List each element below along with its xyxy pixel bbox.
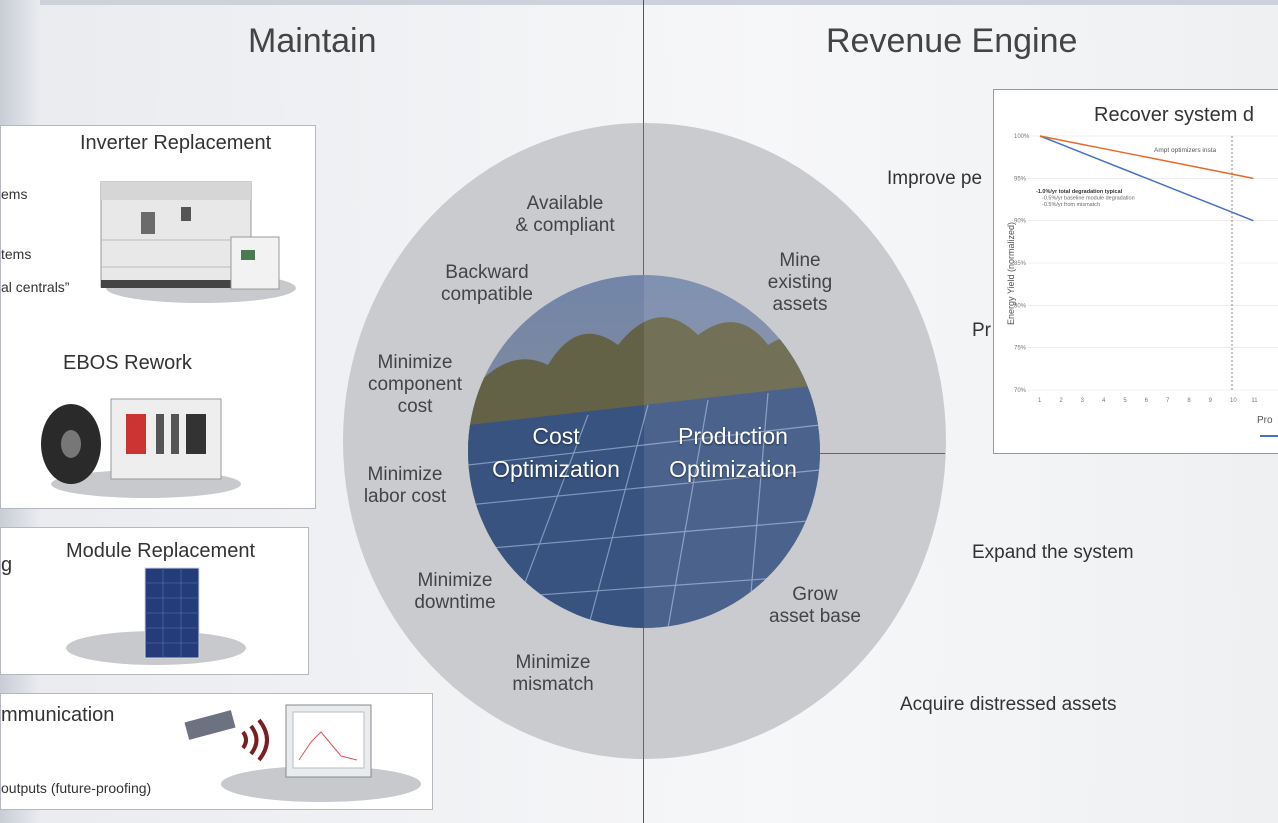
- heading-maintain: Maintain: [248, 22, 377, 60]
- heading-revenue-engine: Revenue Engine: [826, 22, 1078, 60]
- chart-x-tick: 9: [1209, 398, 1213, 404]
- chart-y-tick: 80%: [1014, 303, 1027, 309]
- cost-optimization-label: Cost Optimization: [492, 423, 620, 482]
- chart-x-tick: 5: [1123, 398, 1127, 404]
- module-side-text: g: [1, 554, 13, 576]
- inner-solar-circle: [468, 275, 820, 628]
- inverter-line-2: tems: [1, 246, 32, 262]
- chart-series-line-0: [1039, 135, 1254, 222]
- inverter-line-1: ems: [1, 186, 28, 202]
- chart-y-tick: 75%: [1014, 346, 1027, 352]
- label-improve-performance: Improve pe: [887, 168, 983, 189]
- wheel-item-available: Available & compliant: [515, 193, 615, 236]
- wheel-item-downtime: Minimize downtime: [414, 570, 496, 613]
- chart-x-tick: 1: [1038, 398, 1042, 404]
- wheel-item-labor-cost: Minimize labor cost: [363, 464, 447, 507]
- inverter-image: [100, 181, 296, 303]
- inverter-replacement-title: Inverter Replacement: [80, 132, 272, 154]
- wheel-item-backward: Backward compatible: [441, 262, 533, 305]
- wheel-item-grow-assets: Grow asset base: [769, 584, 861, 627]
- communication-card: mmunication outputs (future-proofing): [0, 693, 433, 810]
- chart-y-tick: 85%: [1014, 261, 1027, 267]
- top-frame: [0, 0, 1278, 5]
- production-optimization-label: Production Optimization: [669, 423, 797, 482]
- inverter-line-3: al centrals”: [1, 279, 70, 295]
- chart-x-tick: 8: [1187, 398, 1191, 404]
- chart-x-tick: 2: [1059, 398, 1063, 404]
- chart-series-line-1: [1039, 135, 1254, 180]
- communication-image: [184, 704, 421, 802]
- wheel-item-mismatch: Minimize mismatch: [512, 652, 594, 695]
- degradation-chart: Recover system d 100%95%90%85%80%75%70%1…: [993, 89, 1278, 454]
- ebos-rework-title: EBOS Rework: [63, 352, 192, 374]
- ebos-image: [41, 398, 241, 498]
- chart-plot: 100% 95% 90% 85% 80% 75% 70% 1 2 3 4 5 6 7 8 9 10 11 Energ…: [1006, 134, 1278, 437]
- chart-x-tick: 6: [1145, 398, 1149, 404]
- chart-x-tick: 4: [1102, 398, 1106, 404]
- module-replacement-title: Module Replacement: [66, 540, 255, 562]
- chart-y-tick: 90%: [1014, 219, 1027, 225]
- chart-title: Recover system d: [1094, 104, 1255, 126]
- chart-annotation: -0.5%/yr from mismatch: [1042, 202, 1100, 208]
- chart-x-tick: 7: [1166, 398, 1170, 404]
- chart-x-tick: 11: [1251, 398, 1258, 404]
- label-expand-system: Expand the system: [972, 542, 1134, 563]
- chart-annotation: -1.0%/yr total degradation typical: [1036, 189, 1123, 195]
- communication-title: mmunication: [1, 704, 115, 726]
- label-pr: Pr: [972, 320, 991, 341]
- chart-annotation: -0.5%/yr baseline module degradation: [1042, 196, 1135, 202]
- communication-line: outputs (future-proofing): [1, 780, 152, 796]
- chart-x-label: Pro: [1257, 415, 1273, 426]
- chart-y-tick: 95%: [1014, 176, 1027, 182]
- wheel-item-mine-assets: Mine existing assets: [767, 250, 833, 315]
- label-acquire-assets: Acquire distressed assets: [900, 694, 1117, 715]
- wheel-item-component-cost: Minimize component cost: [367, 352, 462, 417]
- module-card: Module Replacement g: [0, 527, 309, 675]
- inverter-ebos-card: Inverter Replacement ems tems al central…: [0, 125, 316, 509]
- chart-y-tick: 100%: [1014, 134, 1030, 140]
- chart-annotation-top: Ampt optimizers insta: [1154, 147, 1217, 154]
- module-image: [66, 567, 246, 665]
- chart-x-tick: 10: [1230, 398, 1237, 404]
- chart-y-label: Energy Yield (normalized): [1006, 222, 1016, 325]
- chart-y-tick: 70%: [1014, 388, 1027, 394]
- chart-x-tick: 3: [1081, 398, 1085, 404]
